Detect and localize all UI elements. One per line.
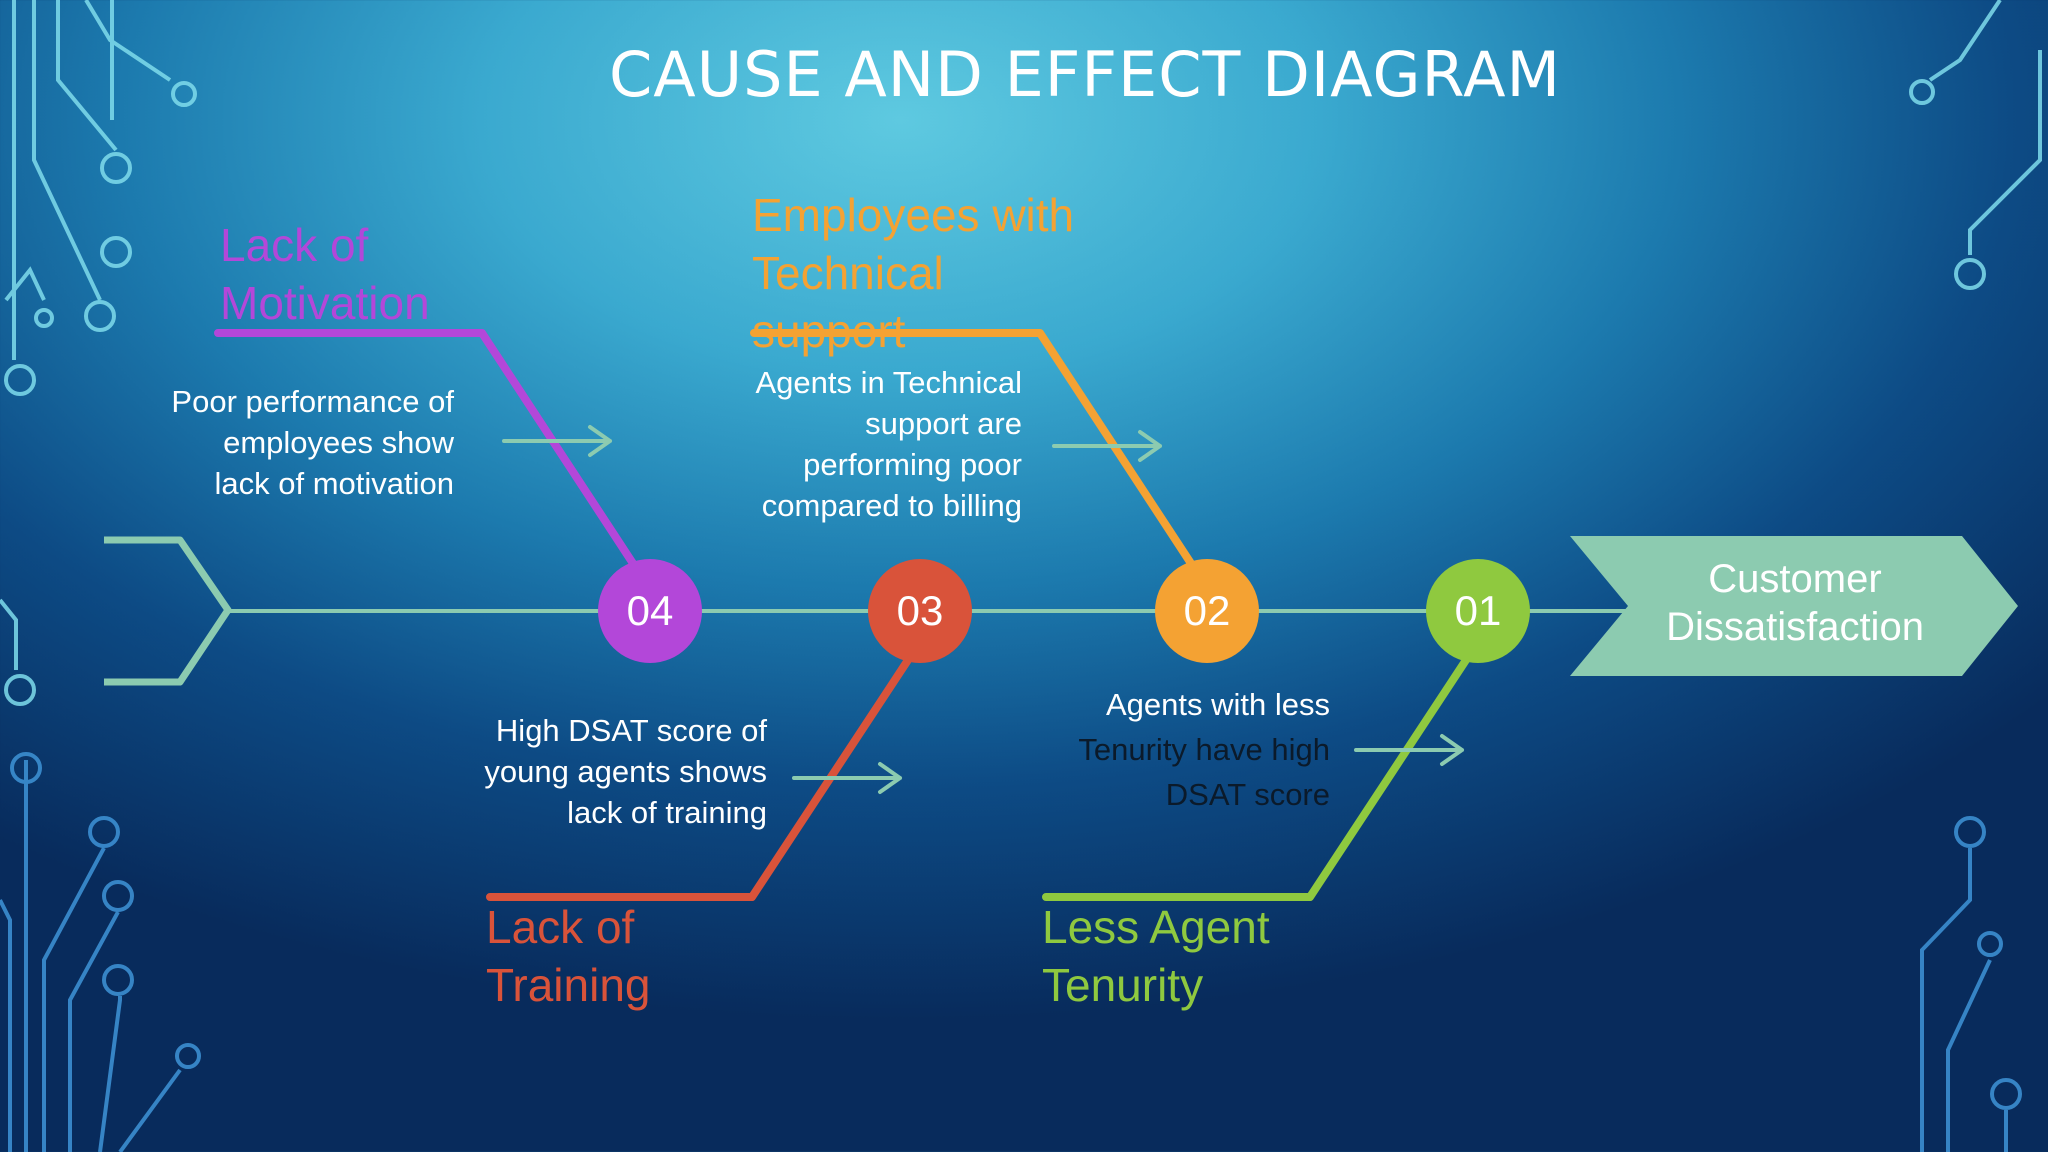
description-line: young agents shows [484, 754, 767, 789]
cause-description-technical-support: Agents in Technical support are performi… [755, 362, 1022, 526]
cause-number: 03 [896, 587, 944, 634]
description-line: Agents in Technical [755, 365, 1022, 400]
arrow-icon [1052, 430, 1162, 462]
effect-arrow-shape [1570, 536, 2018, 676]
cause-description-tenurity: Agents with less Tenurity have high DSAT… [1078, 682, 1330, 817]
label-line: support [752, 305, 906, 357]
cause-description-training: High DSAT score of young agents shows la… [484, 710, 767, 833]
cause-circle-04 [598, 559, 702, 663]
description-line: compared to billing [761, 488, 1022, 523]
description-line: Poor performance of [171, 384, 454, 419]
bone-04 [214, 329, 640, 572]
cause-circle-01 [1426, 559, 1530, 663]
arrow-icon [792, 762, 902, 794]
description-line: High DSAT score of [495, 713, 767, 748]
cause-number: 01 [1454, 587, 1502, 634]
description-line: Agents with less [1106, 687, 1330, 722]
label-line: Motivation [220, 277, 430, 329]
label-line: Training [486, 959, 651, 1011]
cause-label-training: Lack of Training [486, 898, 650, 1014]
cause-circle-02 [1155, 559, 1259, 663]
description-line: performing poor [803, 447, 1022, 482]
label-line: Lack of [220, 219, 369, 271]
cause-circle-03 [868, 559, 972, 663]
slide-title: CAUSE AND EFFECT DIAGRAM [609, 38, 1561, 111]
fish-tail [104, 536, 232, 686]
effect-label: Customer Dissatisfaction [1666, 557, 1924, 649]
label-line: Lack of [486, 901, 635, 953]
label-line: Tenurity [1042, 959, 1204, 1011]
description-line: lack of motivation [214, 466, 455, 501]
arrow-icon [1354, 734, 1464, 766]
bone-02 [750, 329, 1198, 572]
description-line: employees show [223, 425, 454, 460]
arrow-icon [502, 425, 612, 457]
cause-label-technical-support: Employees with Technical support [752, 186, 1074, 360]
cause-description-motivation: Poor performance of employees show lack … [171, 381, 454, 504]
description-line: Tenurity have high [1078, 732, 1330, 767]
description-line: support are [865, 406, 1022, 441]
label-line: Employees with [752, 189, 1075, 241]
cause-number: 04 [626, 587, 674, 634]
label-line: Less Agent [1042, 901, 1270, 953]
cause-number: 02 [1183, 587, 1231, 634]
cause-label-tenurity: Less Agent Tenurity [1042, 898, 1270, 1014]
bone-01 [1042, 656, 1470, 901]
description-line: lack of training [567, 795, 767, 830]
description-line: DSAT score [1165, 777, 1330, 812]
label-line: Technical [752, 247, 944, 299]
bone-03 [486, 656, 912, 901]
cause-label-motivation: Lack of Motivation [220, 216, 430, 332]
